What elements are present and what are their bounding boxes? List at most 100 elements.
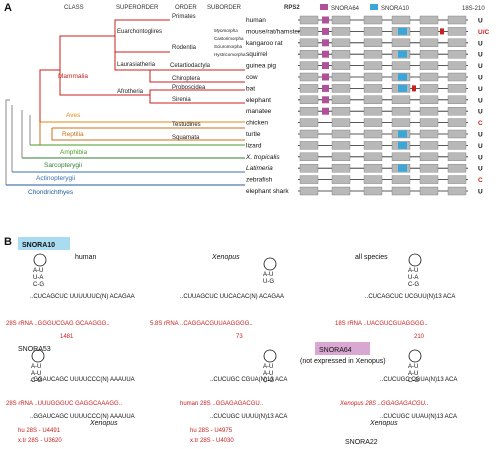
exon [363,95,383,105]
seq-snora64-28s: human 28S ..GGAGAGACGU.. [180,401,263,407]
phylogenetic-tree [5,19,245,186]
snora10-box [398,130,407,138]
pos-hs-2: hu 28S - U4975 [190,428,233,434]
exon [447,15,467,25]
exon [331,38,351,47]
exon [419,186,439,196]
snora64-box [322,16,329,24]
exon [447,186,467,196]
species-label: guinea pig [246,63,276,70]
exon [363,72,383,82]
snora64-box [322,107,329,115]
snora64-box [322,27,329,35]
nucleotide-call: U [478,132,483,139]
exon [299,50,319,59]
num-73: 73 [236,334,243,340]
seq-snora53-human: ..GGAUCAGC UUUUCCC(N) AAAUUA [30,377,135,383]
mutation-mark [440,28,444,35]
mutation-mark [412,85,416,92]
stem-pair: U-A [33,275,43,281]
exon [447,106,467,116]
snora64-box [322,73,329,81]
nucleotide-call: U [478,40,483,47]
header-order: ORDER [175,5,197,11]
snora10-badge [18,237,70,250]
snora64-legend-swatch [320,4,328,10]
panel-a-label: A [4,2,12,14]
nucleotide-call: U/C [478,29,490,36]
class-chondrichthyes: Chondrichthyes [28,189,74,196]
species-label: human [246,17,266,24]
species-label: bat [246,85,255,92]
num-1481: 1481 [60,334,74,340]
snora10-badge-text: SNORA10 [22,242,55,249]
header-snora64: SNORA64 [331,6,360,12]
snora10-box [398,27,407,35]
nucleotide-call: U [478,63,483,70]
exon [447,129,467,139]
snora64-badge [315,342,370,355]
exon [299,141,319,150]
snora10-box [398,50,407,58]
exon [447,38,467,47]
snora64-box [322,96,329,104]
exon [419,15,439,25]
snora64-box [322,62,329,70]
species-label: turtle [246,131,261,138]
seq-28s-rrna: 28S rRNA ..GGGUCGAG GCAAGGG.. [6,321,110,327]
exon [331,106,351,116]
seq-snora64-xen: ..CUCUGC CGUA(N)13 ACA [380,377,457,383]
hairpin-loop [263,349,277,363]
hairpin-loop [31,349,45,363]
exon [419,141,439,150]
exon [331,72,351,82]
species-label: Latimeria [246,165,273,172]
exon [391,61,411,70]
exon [363,129,383,139]
header-suborder: SUBORDER [207,5,242,11]
species-label: cow [246,74,258,81]
exon [391,175,411,184]
species-label: zebrafish [246,177,273,184]
label-snora22: SNORA22 [345,439,378,446]
stem-pair: C-G [263,378,274,384]
stem-pair: C-G [33,282,44,288]
exon [447,95,467,105]
exon [331,129,351,139]
exon [419,72,439,82]
exon [363,84,383,93]
class-aves: Aves [66,112,81,119]
stem-pair: C-G [408,378,419,384]
suborder-hystricomorpha: Hystricomorpha [214,52,246,57]
exon [331,175,351,184]
order-chiroptera: Chiroptera [172,76,201,82]
exon [299,38,319,47]
exon [447,27,467,36]
exon [331,152,351,162]
exon [419,84,439,93]
exon [331,163,351,173]
panel-b-label: B [4,236,12,248]
seq-snora53-28s: 28S rRNA ..UUUGGGUC GAGGCAAAGG.. [6,401,122,407]
pos-xl-2: x.tr 28S - U4030 [190,438,234,444]
seq-snora64-human: ..CUCUGC CGUA(N)13 ACA [210,377,287,383]
seq-all-species: ..CUCAGCUC UCGUU(N)13 ACA [365,294,455,300]
species-label: squirrel [246,51,268,58]
class-reptilia: Reptilia [62,131,84,138]
exon [391,95,411,105]
stem-pair: A-U [263,371,273,377]
stem-pair: A-U [31,371,41,377]
suborder-sciuromorpha: Sciuromorpha [214,44,243,49]
hairpin-loop [33,253,47,267]
exon [299,118,319,127]
exon [363,186,383,196]
class-amphibia: Amphibia [60,149,87,156]
snora10-box [398,164,407,172]
snora64-box [322,39,329,47]
exon [331,141,351,150]
label-xenopus-left: Xenopus [89,420,118,427]
seq-58s-rrna: 5.8S rRNA ..CAGGACGUUAAGGGG.. [150,321,253,327]
exon [447,152,467,162]
order-proboscidea: Proboscidea [172,85,206,91]
nucleotide-call: U [478,166,483,173]
